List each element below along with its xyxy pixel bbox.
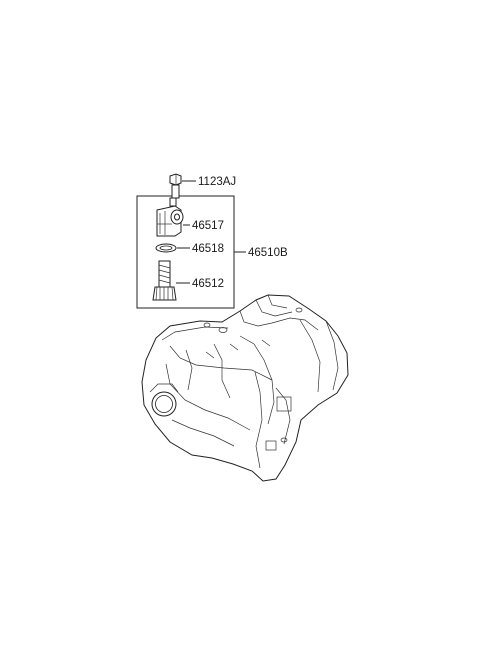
driven-gear-46512[interactable] [152, 260, 190, 301]
o-ring-46518[interactable] [155, 243, 190, 253]
o-ring-part-number: 46518 [192, 243, 224, 255]
sensor-head-part-number: 46517 [192, 220, 224, 232]
transmission-housing [141, 294, 349, 482]
bolt-part-number: 1123AJ [198, 176, 236, 188]
assembly-part-number: 46510B [248, 247, 288, 259]
driven-gear-part-number: 46512 [192, 278, 224, 290]
sensor-head-46517[interactable] [156, 197, 190, 237]
bolt-1123aj[interactable] [169, 173, 196, 199]
